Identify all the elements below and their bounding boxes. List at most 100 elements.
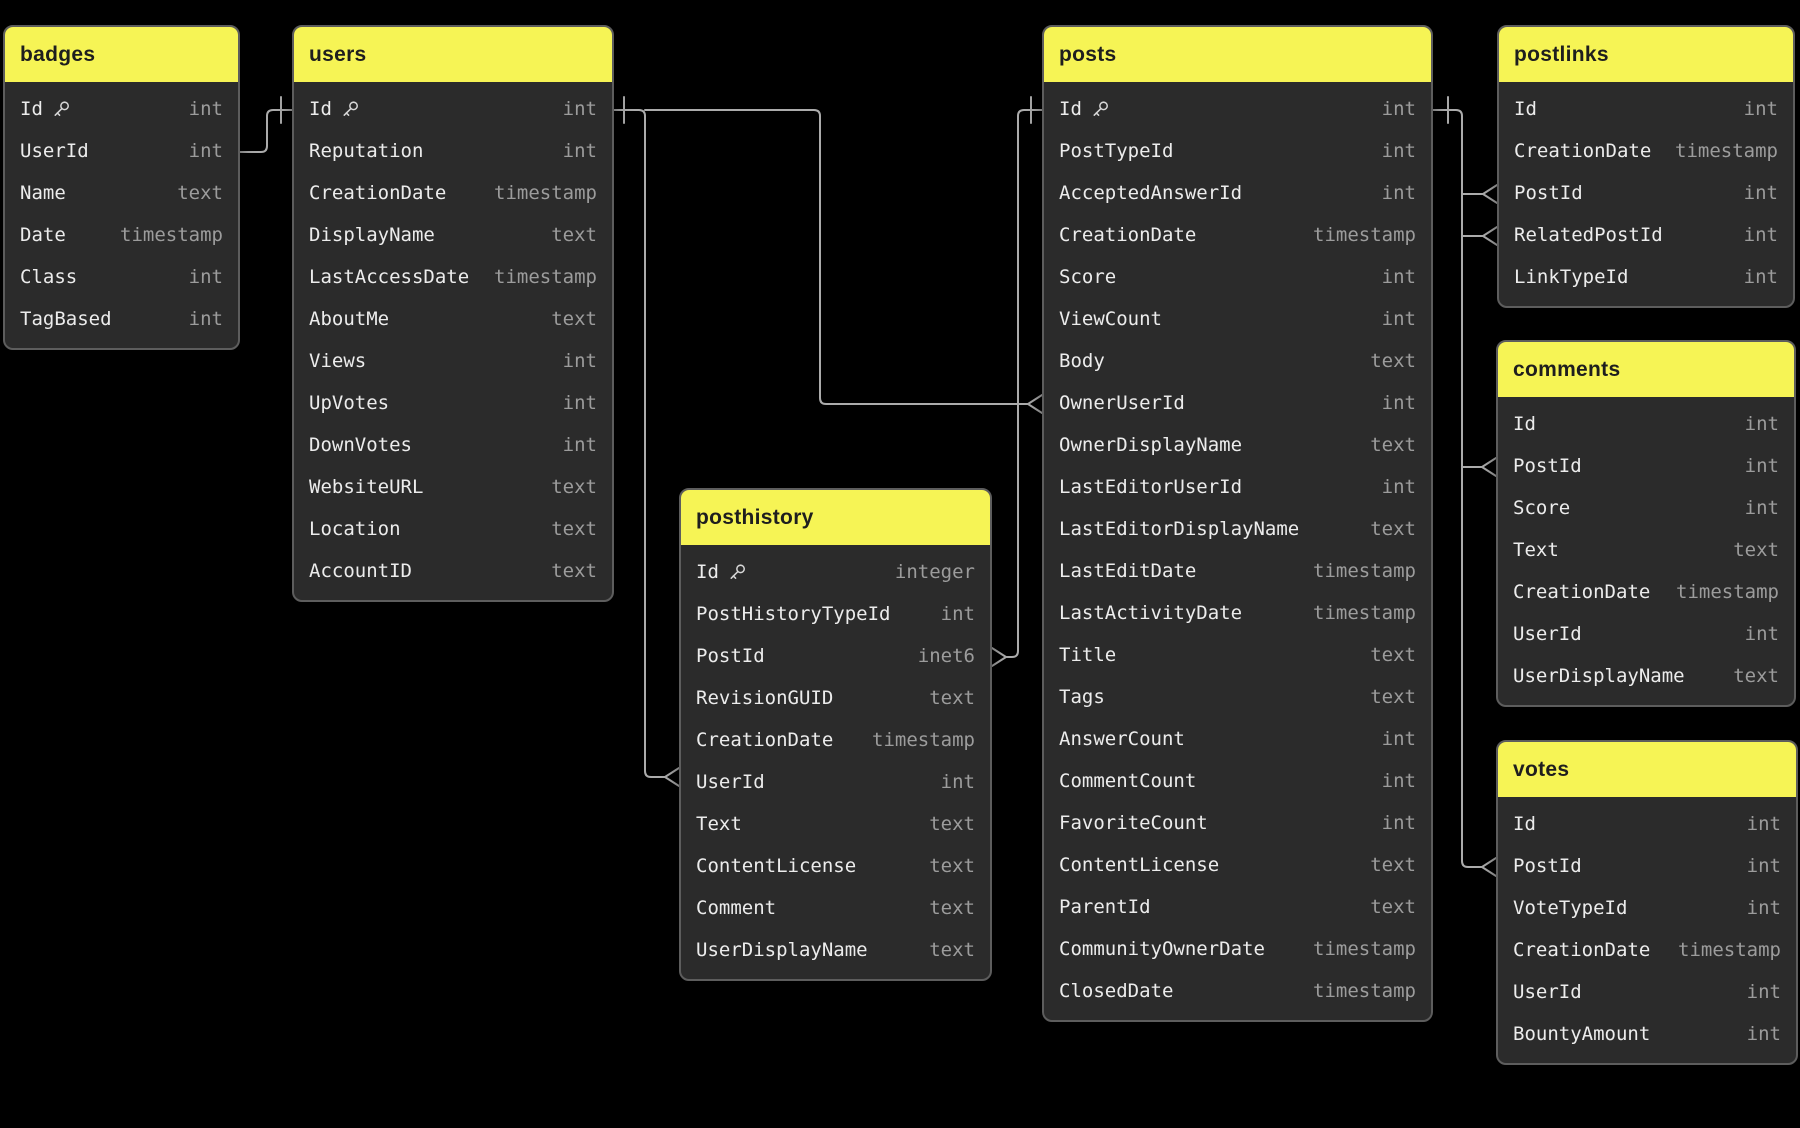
relationship-line[interactable]: [239, 109, 293, 153]
field-type: int: [1743, 182, 1778, 204]
field-type: timestamp: [872, 729, 975, 751]
relationship-posts-id-to-postlinks-postid[interactable]: [1461, 184, 1498, 204]
relationship-line[interactable]: [644, 109, 1029, 405]
table-header-postlinks[interactable]: postlinks: [1499, 27, 1793, 82]
relationship-line[interactable]: [613, 109, 666, 778]
relationship-badges-userid-to-users-id[interactable]: [239, 96, 293, 153]
relationship-posts-id-to-comments-postid[interactable]: [1461, 457, 1497, 477]
table-header-users[interactable]: users: [294, 27, 612, 82]
relationship-posts-id-to-postlinks-relatedpostid[interactable]: [1461, 226, 1498, 246]
field-type: int: [1746, 813, 1781, 835]
field-name: BountyAmount: [1513, 1023, 1651, 1045]
relationship-line[interactable]: [1005, 109, 1043, 658]
relationship-posts-id-to-posthistory-postid[interactable]: [991, 96, 1043, 667]
table-header-comments[interactable]: comments: [1498, 342, 1794, 397]
relationship-line[interactable]: [1432, 109, 1483, 868]
table-header-votes[interactable]: votes: [1498, 742, 1796, 797]
relationship-posts-id-to-votes-postid[interactable]: [1432, 96, 1497, 877]
relationship-users-id-to-posthistory-userid[interactable]: [613, 96, 680, 787]
table-header-posts[interactable]: posts: [1044, 27, 1431, 82]
relationship-users-id-to-posts-owneruserid[interactable]: [644, 109, 1043, 414]
table-header-badges[interactable]: badges: [5, 27, 238, 82]
table-header-posthistory[interactable]: posthistory: [681, 490, 990, 545]
